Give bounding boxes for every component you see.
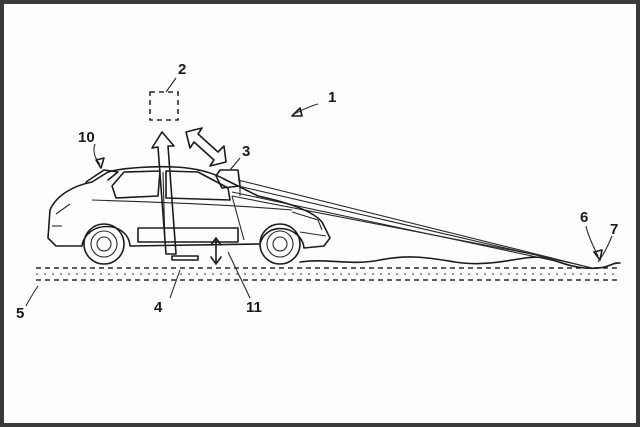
ref-label-4: 4 [154, 299, 163, 316]
ref-label-2: 2 [178, 61, 186, 78]
communication-arrow-diagonal [185, 127, 227, 167]
label-10-arrowhead [95, 157, 105, 169]
ref-label-1: 1 [328, 89, 336, 106]
ref-label-6: 6 [580, 209, 588, 226]
front-wheel [259, 223, 301, 265]
rear-wheel [83, 223, 125, 265]
communication-arrow-up [151, 131, 177, 255]
underbody-unit [137, 227, 239, 243]
height-adjust-arrow [210, 237, 222, 265]
ref-label-3: 3 [242, 143, 250, 160]
road-surface [36, 267, 618, 281]
label-1-arrow [291, 103, 319, 117]
road-profile-line [299, 256, 621, 270]
ref-label-11: 11 [246, 299, 262, 316]
ground-unit [171, 255, 199, 261]
vehicle [47, 165, 331, 249]
remote-unit-box [149, 91, 179, 121]
sensor-beam [231, 179, 593, 269]
sensor-unit [215, 169, 241, 189]
ref-label-7: 7 [610, 221, 618, 238]
ref-label-10: 10 [78, 129, 95, 146]
ref-label-5: 5 [16, 305, 24, 322]
label-6-arrowhead [593, 249, 603, 261]
